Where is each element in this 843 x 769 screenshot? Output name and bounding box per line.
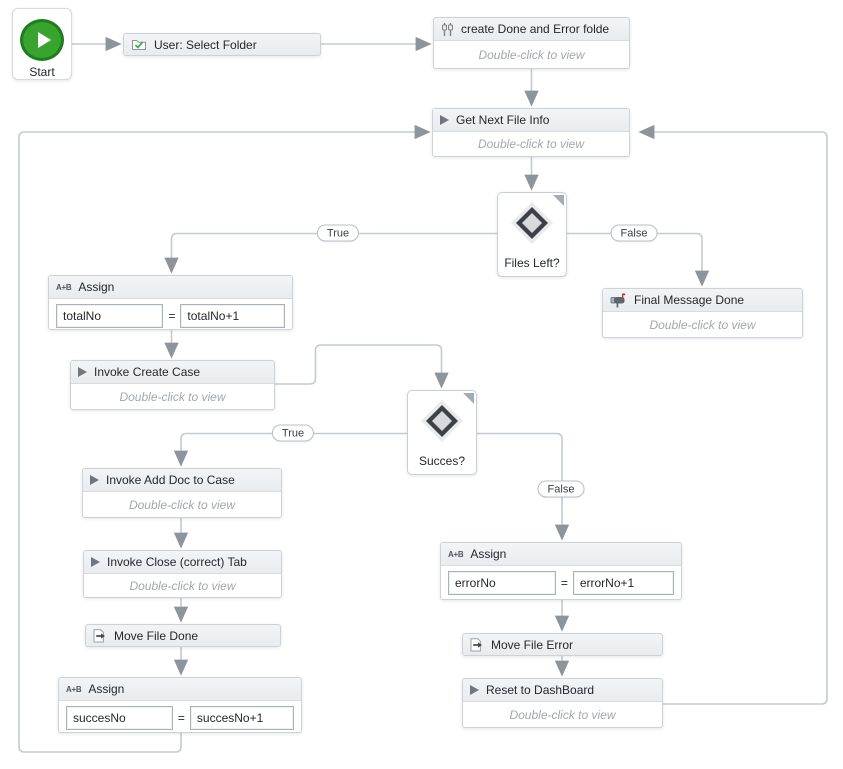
activity-title: User: Select Folder — [154, 37, 257, 52]
activity-title: create Done and Error folde — [461, 22, 610, 36]
connector-reset-loopback — [638, 124, 828, 705]
activity-get-next-file-info[interactable]: Get Next File Info Double-click to view — [432, 108, 630, 157]
double-click-hint[interactable]: Double-click to view — [649, 317, 756, 332]
activity-title: Assign — [78, 280, 115, 294]
connector-succes-false — [477, 432, 570, 541]
activity-title: Reset to DashBoard — [486, 683, 595, 697]
equals-sign: = — [177, 711, 185, 725]
activity-invoke-add-doc[interactable]: Invoke Add Doc to Case Double-click to v… — [82, 468, 282, 518]
play-icon — [38, 32, 51, 48]
activity-title: Invoke Create Case — [94, 365, 201, 379]
double-click-hint[interactable]: Double-click to view — [128, 497, 236, 512]
activity-assign-error[interactable]: A+B Assign errorNo = errorNo+1 — [440, 542, 682, 600]
activity-final-message-done[interactable]: Final Message Done Double-click to view — [602, 288, 803, 338]
assign-icon: A+B — [56, 282, 72, 292]
activity-invoke-create-case[interactable]: Invoke Create Case Double-click to view — [70, 360, 275, 410]
file-move-icon — [470, 637, 484, 652]
assign-value-field[interactable]: errorNo+1 — [572, 571, 674, 595]
activity-title: Get Next File Info — [456, 113, 550, 127]
play-icon — [78, 367, 87, 377]
decision-diamond-icon — [419, 398, 465, 444]
activity-title: Invoke Add Doc to Case — [106, 473, 235, 487]
assign-to-field[interactable]: totalNo — [56, 304, 164, 328]
equals-sign: = — [560, 576, 568, 590]
branch-label-succes-true: True — [271, 424, 315, 442]
double-click-hint[interactable]: Double-click to view — [129, 578, 236, 593]
activity-create-done-error-folders[interactable]: create Done and Error folde Double-click… — [433, 17, 630, 69]
decision-files-left[interactable]: Files Left? — [497, 192, 567, 277]
activity-move-file-done[interactable]: Move File Done — [85, 624, 281, 647]
branch-label-files-left-true: True — [316, 224, 360, 242]
play-icon — [470, 685, 479, 695]
corner-fold-icon — [553, 195, 564, 206]
activity-title: Assign — [88, 682, 125, 696]
activity-title: Move File Done — [114, 628, 199, 643]
branch-label-succes-false: False — [537, 480, 585, 498]
decision-diamond-icon — [509, 200, 555, 246]
assign-icon: A+B — [66, 684, 82, 694]
activity-assign-succes[interactable]: A+B Assign succesNo = succesNo+1 — [58, 677, 302, 733]
assign-value-field[interactable]: succesNo+1 — [189, 706, 294, 730]
decision-succes[interactable]: Succes? — [407, 390, 477, 475]
assign-value-field[interactable]: totalNo+1 — [180, 304, 285, 328]
activity-title: Move File Error — [491, 637, 574, 652]
activity-title: Invoke Close (correct) Tab — [107, 555, 247, 569]
activity-title: Final Message Done — [634, 293, 745, 307]
decision-label: Files Left? — [504, 256, 560, 270]
double-click-hint[interactable]: Double-click to view — [477, 137, 585, 151]
connector-files-left-false — [567, 232, 710, 287]
activity-title: Assign — [470, 547, 507, 561]
decision-label: Succes? — [418, 454, 466, 468]
folder-check-icon — [131, 38, 147, 51]
play-icon — [91, 557, 100, 567]
branch-label-files-left-false: False — [610, 224, 658, 242]
activity-invoke-close-tab[interactable]: Invoke Close (correct) Tab Double-click … — [83, 550, 282, 598]
assign-to-field[interactable]: errorNo — [448, 571, 556, 595]
file-move-icon — [93, 628, 107, 643]
activity-move-file-error[interactable]: Move File Error — [462, 633, 663, 656]
connector-invoke-create-to-succes — [275, 344, 449, 389]
connector-succes-true — [173, 432, 407, 467]
start-label: Start — [29, 65, 55, 79]
activity-assign-total[interactable]: A+B Assign totalNo = totalNo+1 — [48, 275, 293, 330]
start-icon — [20, 19, 64, 61]
equals-sign: = — [168, 309, 176, 323]
double-click-hint[interactable]: Double-click to view — [119, 389, 226, 404]
activity-reset-to-dashboard[interactable]: Reset to DashBoard Double-click to view — [462, 678, 663, 728]
assign-to-field[interactable]: succesNo — [66, 706, 173, 730]
mailbox-icon — [610, 293, 627, 308]
sliders-icon — [441, 22, 454, 37]
corner-fold-icon — [463, 393, 474, 404]
play-icon — [440, 115, 449, 125]
start-node[interactable]: Start — [12, 8, 72, 80]
play-icon — [90, 475, 99, 485]
assign-icon: A+B — [448, 549, 464, 559]
double-click-hint[interactable]: Double-click to view — [478, 47, 585, 62]
activity-user-select-folder[interactable]: User: Select Folder — [123, 33, 321, 56]
double-click-hint[interactable]: Double-click to view — [509, 707, 616, 722]
connector-files-left-true — [164, 232, 497, 274]
connector-assign-succes-loopback — [18, 124, 431, 753]
